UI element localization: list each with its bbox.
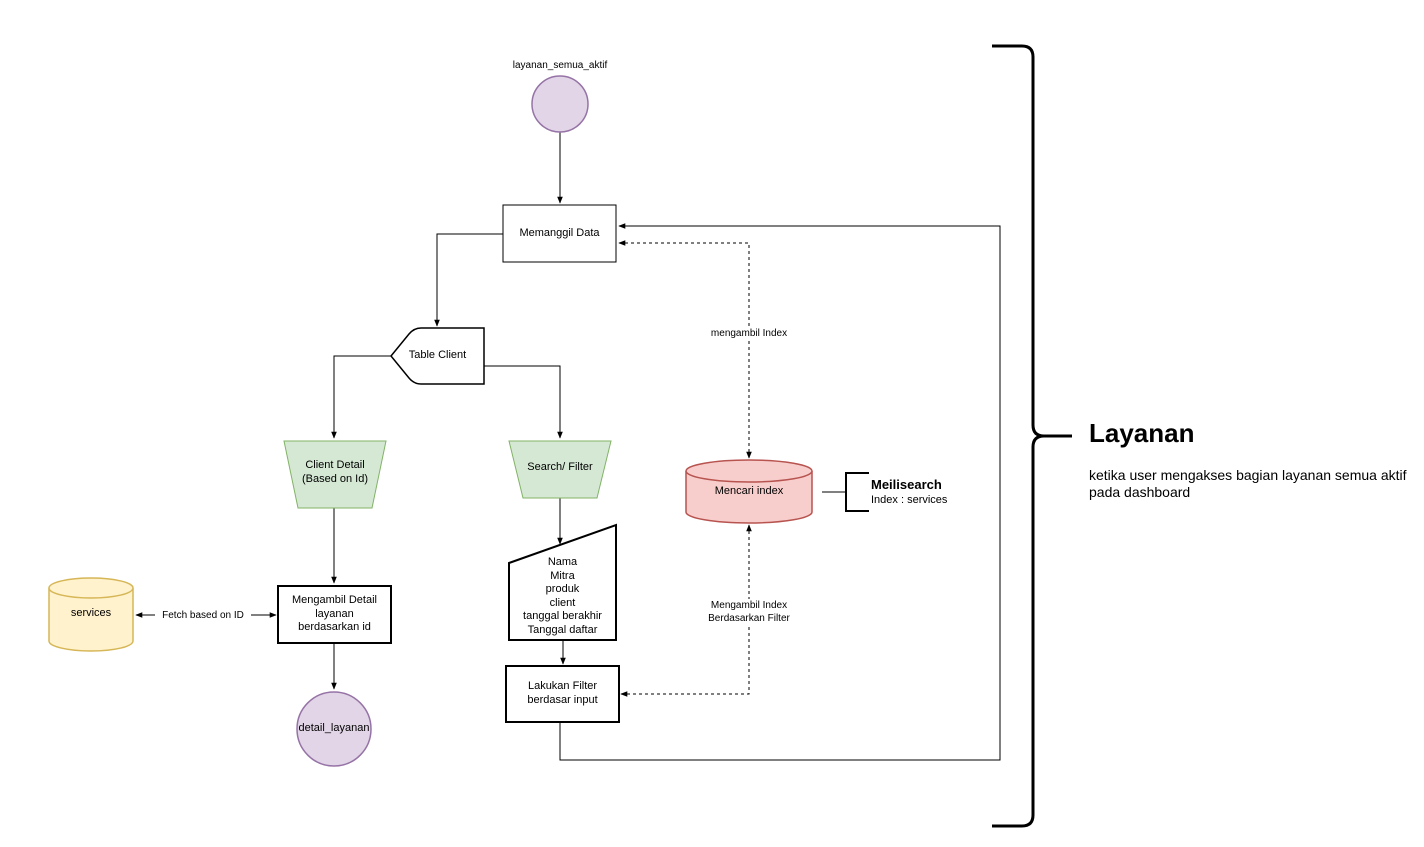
edge-label-line: Mengambil Index: [710, 600, 788, 611]
input-field-item: tanggal berakhir: [523, 610, 602, 622]
mengambil-detail-line: berdasarkan id: [298, 621, 371, 633]
memanggil-data-label: Memanggil Data: [519, 227, 600, 239]
edge-label-line: Berdasarkan Filter: [708, 613, 790, 624]
input-fields-manual-input: [508, 523, 617, 641]
input-field-item: client: [549, 596, 576, 609]
table-client-label: Table Client: [408, 349, 467, 361]
edge-table-to-client-detail: [331, 355, 391, 439]
memanggil-data-box: [502, 204, 617, 263]
edge-table-to-search: [484, 365, 563, 439]
detail-layanan-end-node: [296, 691, 372, 767]
edge-filter-loop-to-memanggil: [559, 223, 1001, 761]
section-curly-brace: [992, 44, 1072, 828]
mengambil-detail-line: Mengambil Detail: [292, 594, 377, 606]
lakukan-filter-box: [505, 665, 620, 723]
section-description: ketika user mengakses bagian layanan sem…: [1089, 467, 1407, 500]
client-detail-label: Client Detail (Based on Id): [284, 459, 386, 486]
mencari-index-database: [685, 459, 813, 524]
input-field-item: Tanggal daftar: [527, 623, 598, 636]
edge-index-to-memanggil: [618, 240, 752, 459]
mengambil-index-edge-label: mengambil Index: [699, 327, 799, 340]
edge-memanggil-to-table: [434, 233, 503, 327]
mencari-index-label: Mencari index: [714, 485, 784, 497]
client-detail-trapezoid: [283, 440, 387, 509]
client-detail-line: Client Detail: [305, 459, 365, 471]
input-field-item: Nama: [547, 556, 578, 568]
search-filter-label: Search/ Filter: [527, 461, 593, 473]
start-node-label: layanan_semua_aktif: [512, 60, 608, 71]
search-filter-trapezoid: [508, 440, 612, 499]
start-node: [531, 75, 589, 133]
client-detail-line: (Based on Id): [301, 472, 369, 485]
input-field-item: Mitra: [550, 569, 575, 582]
detail-layanan-label: detail_layanan: [298, 722, 370, 734]
section-title: Layanan: [1089, 418, 1195, 448]
mengambil-detail-box: [277, 585, 392, 644]
meilisearch-title: Meilisearch: [871, 477, 942, 492]
fetch-edge-label: Fetch based on ID: [155, 609, 251, 622]
meilisearch-subtitle: Index : services: [871, 494, 948, 506]
lakukan-filter-line: Lakukan Filter: [527, 680, 598, 692]
lakukan-filter-label: Lakukan Filter berdasar input: [506, 680, 619, 707]
table-client-display: [390, 327, 485, 385]
services-database: [48, 577, 134, 652]
mengambil-index-filter-edge-label: Mengambil Index Berdasarkan Filter: [694, 599, 804, 625]
edge-index-to-filter: [620, 524, 752, 697]
mengambil-detail-line: layanan: [315, 607, 354, 620]
meilisearch-annotation-bracket: [845, 472, 869, 512]
lakukan-filter-line: berdasar input: [527, 693, 598, 706]
services-db-label: services: [70, 607, 112, 619]
input-field-item: produk: [545, 583, 580, 595]
edges: [135, 132, 1001, 761]
input-fields-label: Nama Mitra produk client tanggal berakhi…: [509, 556, 616, 637]
mengambil-detail-label: Mengambil Detail layanan berdasarkan id: [278, 594, 391, 635]
